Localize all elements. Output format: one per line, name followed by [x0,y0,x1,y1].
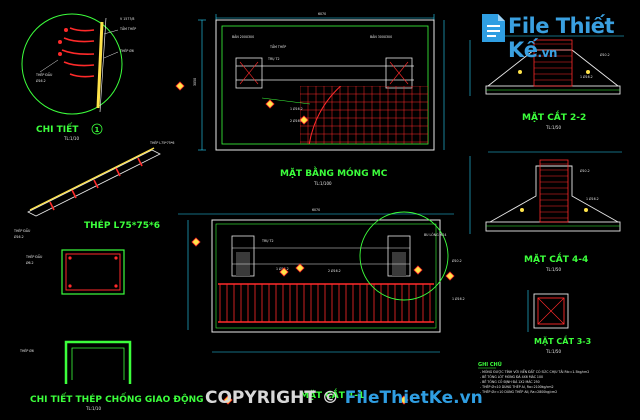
svg-text:Ø10.2: Ø10.2 [600,52,610,57]
section-11-group: 6070 TRỤ T2 1 Ø16.2 2 Ø16.2 BU LÔNG M24 … [178,208,465,401]
stirrup-detail-group: THÉP ĐẦU Ø6.2 [25,249,125,295]
svg-text:2 Ø16.2: 2 Ø16.2 [328,268,341,273]
section-44-rebars [540,163,568,219]
logo-icon [482,14,505,42]
scale-mat-cat-44: TL:1/50 [545,267,561,272]
section-22-group: Ø10.2 1 Ø16.2 MẶT CẮT 2-2 TL:1/50 [469,35,624,130]
brand-logo: File Thiết Kế.vn [478,10,636,62]
note-line-5: - THÉP Ø>=10 DÙNG THÉP AII, Ra=2800kg/cm… [480,389,557,394]
section-33-group: MẶT CẮT 3-3 TL:1/50 [527,290,591,354]
title-mat-bang: MẶT BẰNG MÓNG MC [280,166,388,179]
title-mat-cat-33: MẶT CẮT 3-3 [534,334,591,346]
svg-text:1 Ø16.2: 1 Ø16.2 [586,196,599,201]
title-thep-l: THÉP L75*75*6 [84,219,160,231]
title-mat-cat-22: MẶT CẮT 2-2 [522,110,586,123]
svg-text:THÉP ĐẦU: THÉP ĐẦU [25,254,43,259]
svg-text:Ø6.2: Ø6.2 [26,260,34,265]
svg-text:THÉP Ø6: THÉP Ø6 [119,48,134,53]
note-line-1: - MÓNG ĐƯỢC TÍNH VỚI NỀN ĐẤT CÓ SỨC CHỊU… [480,369,589,374]
section-marker [223,395,233,405]
svg-text:1 Ø16.2: 1 Ø16.2 [276,266,289,271]
section-markers [175,81,455,405]
chi-tiet-1-number: 1 [95,126,100,134]
svg-text:BẢN 300X300: BẢN 300X300 [370,34,392,39]
svg-text:1 Ø16.2: 1 Ø16.2 [452,296,465,301]
section-marker [445,271,455,281]
copyright-prefix: COPYRIGHT © [205,388,345,408]
section-marker [299,115,309,125]
svg-text:1 Ø16.2: 1 Ø16.2 [290,106,303,111]
thep-l-group: THÉP L75*75*6 THÉP ĐẦU Ø16.2 THÉP L75*75… [13,140,174,239]
notes-group: GHI CHÚ - MÓNG ĐƯỢC TÍNH VỚI NỀN ĐẤT CÓ … [478,361,589,394]
section-11-rebars [219,284,431,322]
svg-text:1 Ø16.2: 1 Ø16.2 [580,74,593,79]
tam-thep-label: TẤM THÉP [119,26,136,31]
svg-text:BẢN 200X300: BẢN 200X300 [232,34,254,39]
section-22-rebars [534,43,572,81]
title-chi-tiet-thep: CHI TIẾT THÉP CHỐNG GIAO ĐỘNG [30,392,204,405]
notes-heading: GHI CHÚ [478,361,502,368]
title-mat-cat-11: MẶT CẮT 1-1 [300,388,364,401]
title-chi-tiet-1: CHI TIẾT [36,122,79,135]
section-marker [279,267,289,277]
scale-chi-tiet-thep: TL:1/10 [85,406,101,411]
plan-rebar-hatch [300,86,428,144]
svg-text:6070: 6070 [312,208,320,212]
svg-text:6070: 6070 [318,12,326,16]
scale-mat-cat-33: TL:1/50 [545,349,561,354]
svg-text:2 Ø16.2: 2 Ø16.2 [290,118,303,123]
scale-mat-bang: TL:1/100 [313,181,332,186]
note-line-3: - BÊ TÔNG CỐ ĐỊNH ĐÁ 1X2 MÁC 250 [480,379,540,384]
bu-long-label: BU LÔNG M24 [424,232,446,237]
section-marker [191,237,201,247]
sec11-tru-label: TRỤ T2 [261,239,273,243]
svg-text:THÉP ĐẦU: THÉP ĐẦU [13,228,31,233]
section-marker [295,263,305,273]
copyright-brand: FileThietKe.vn [344,388,483,408]
svg-text:THÉP ĐẦU: THÉP ĐẦU [35,72,53,77]
svg-text:THÉP Ø6: THÉP Ø6 [19,348,34,353]
section-marker [413,265,423,275]
note-line-2: - BÊ TÔNG LÓT MÓNG ĐÁ 4X6 MÁC 100 [480,374,543,379]
logo-domain: .vn [537,46,558,60]
svg-text:3050: 3050 [193,78,197,86]
svg-text:Ø10.2: Ø10.2 [452,258,462,263]
detail-1-group: THÉP ĐẦU Ø16.2 V 1577/8 TẤM THÉP THÉP Ø6… [21,13,136,141]
detail-1-circle [21,13,123,115]
section-44-group: Ø10.2 1 Ø16.2 MẶT CẮT 4-4 TL:1/50 [469,151,622,272]
logo-main: File Thiết Kế [508,14,615,62]
section-marker [265,99,275,109]
note-line-4: - THÉP Ø<10 DÙNG THÉP AI, Ra=2100kg/cm2 [480,384,554,389]
copyright-watermark: COPYRIGHT © FileThietKe.vn [205,388,635,410]
plan-group: 6070 3050 TẤM THÉP BẢN 200X300 BẢN 300X3… [193,12,445,186]
svg-text:TẤM THÉP: TẤM THÉP [269,44,286,49]
scale-mat-cat-22: TL:1/50 [545,125,561,130]
svg-text:V 1577/8: V 1577/8 [120,17,134,21]
logo-text: File Thiết Kế.vn [508,14,636,62]
plan-tru-label: TRỤ T2 [267,57,279,61]
scale-chi-tiet-1: TL:1/10 [63,136,79,141]
svg-text:Ø16.2: Ø16.2 [36,78,46,83]
section-marker [399,395,409,405]
title-mat-cat-44: MẶT CẮT 4-4 [524,252,588,265]
anti-vibration-detail-group: THÉP Ø6 CHI TIẾT THÉP CHỐNG GIAO ĐỘNG TL… [19,340,204,411]
svg-text:Ø16.2: Ø16.2 [14,234,24,239]
svg-text:THÉP L75*75*6: THÉP L75*75*6 [149,140,174,145]
svg-text:Ø10.2: Ø10.2 [580,168,590,173]
section-marker [175,81,185,91]
